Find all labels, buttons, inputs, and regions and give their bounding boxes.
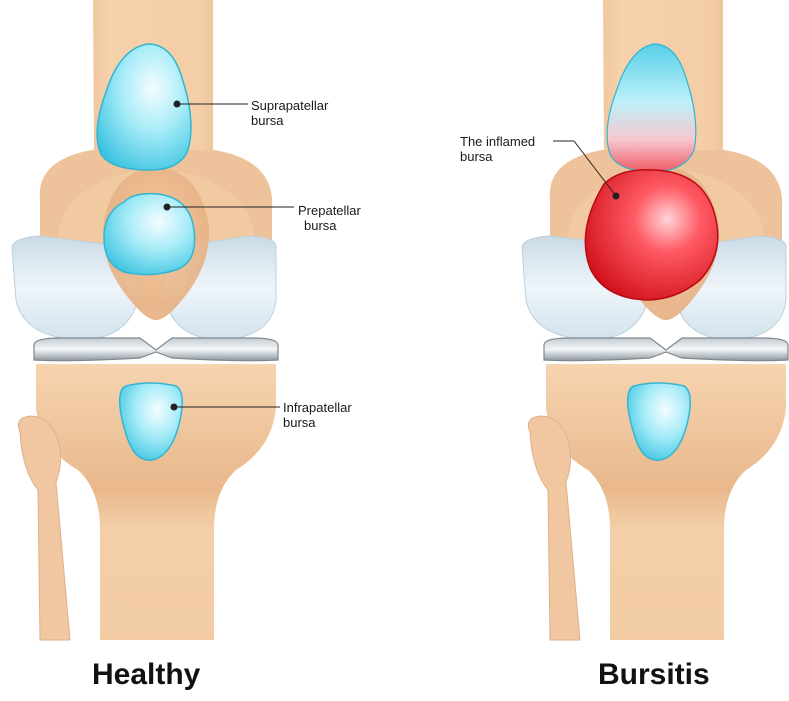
leader-dot-icon	[164, 204, 170, 210]
healthy-knee	[12, 0, 278, 640]
label-prepatellar-line2: bursa	[298, 218, 361, 233]
label-suprapatellar: Suprapatellar bursa	[251, 98, 328, 128]
label-inflamed: The inflamed bursa	[460, 134, 535, 164]
label-prepatellar-line1: Prepatellar	[298, 203, 361, 218]
bursitis-knee	[522, 0, 788, 640]
leader-dot-icon	[613, 193, 619, 199]
prepatellar-bursa	[104, 194, 195, 275]
label-infrapatellar-line1: Infrapatellar	[283, 400, 352, 415]
label-infrapatellar-line2: bursa	[283, 415, 352, 430]
label-inflamed-line1: The inflamed	[460, 134, 535, 149]
label-infrapatellar: Infrapatellar bursa	[283, 400, 352, 430]
label-prepatellar: Prepatellar bursa	[298, 203, 361, 233]
inflamed-bursa	[585, 170, 717, 300]
leader-dot-icon	[174, 101, 180, 107]
caption-bursitis: Bursitis	[598, 658, 710, 692]
leader-dot-icon	[171, 404, 177, 410]
label-inflamed-line2: bursa	[460, 149, 535, 164]
caption-healthy: Healthy	[92, 658, 200, 692]
label-suprapatellar-line2: bursa	[251, 113, 328, 128]
label-suprapatellar-line1: Suprapatellar	[251, 98, 328, 113]
